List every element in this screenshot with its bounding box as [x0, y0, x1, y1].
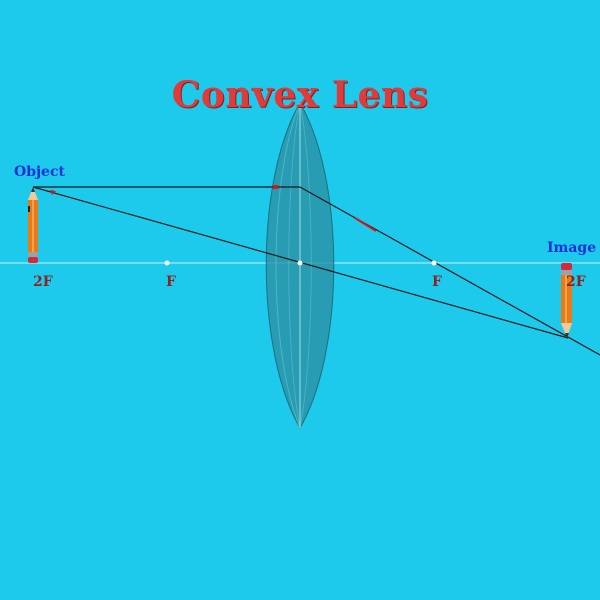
- diagram-title: Convex Lens: [171, 74, 429, 116]
- ray-arrow-marker: [273, 185, 278, 189]
- label-f-left: F: [166, 274, 176, 290]
- label-f-right: F: [432, 274, 442, 290]
- lens-center-point: [297, 260, 303, 266]
- focal-point-left: [164, 260, 170, 266]
- focal-point-right: [431, 260, 437, 266]
- ray-arrow-marker: [50, 190, 56, 195]
- ray-arrow-marker: [354, 217, 377, 232]
- image-pencil-inverted-icon: [561, 263, 572, 338]
- image-label: Image: [547, 240, 597, 256]
- label-2f-right: 2F: [566, 274, 586, 290]
- object-label: Object: [14, 164, 65, 180]
- label-2f-left: 2F: [33, 274, 53, 290]
- ray-parallel: [33, 186, 600, 356]
- object-pencil-icon: [28, 187, 38, 263]
